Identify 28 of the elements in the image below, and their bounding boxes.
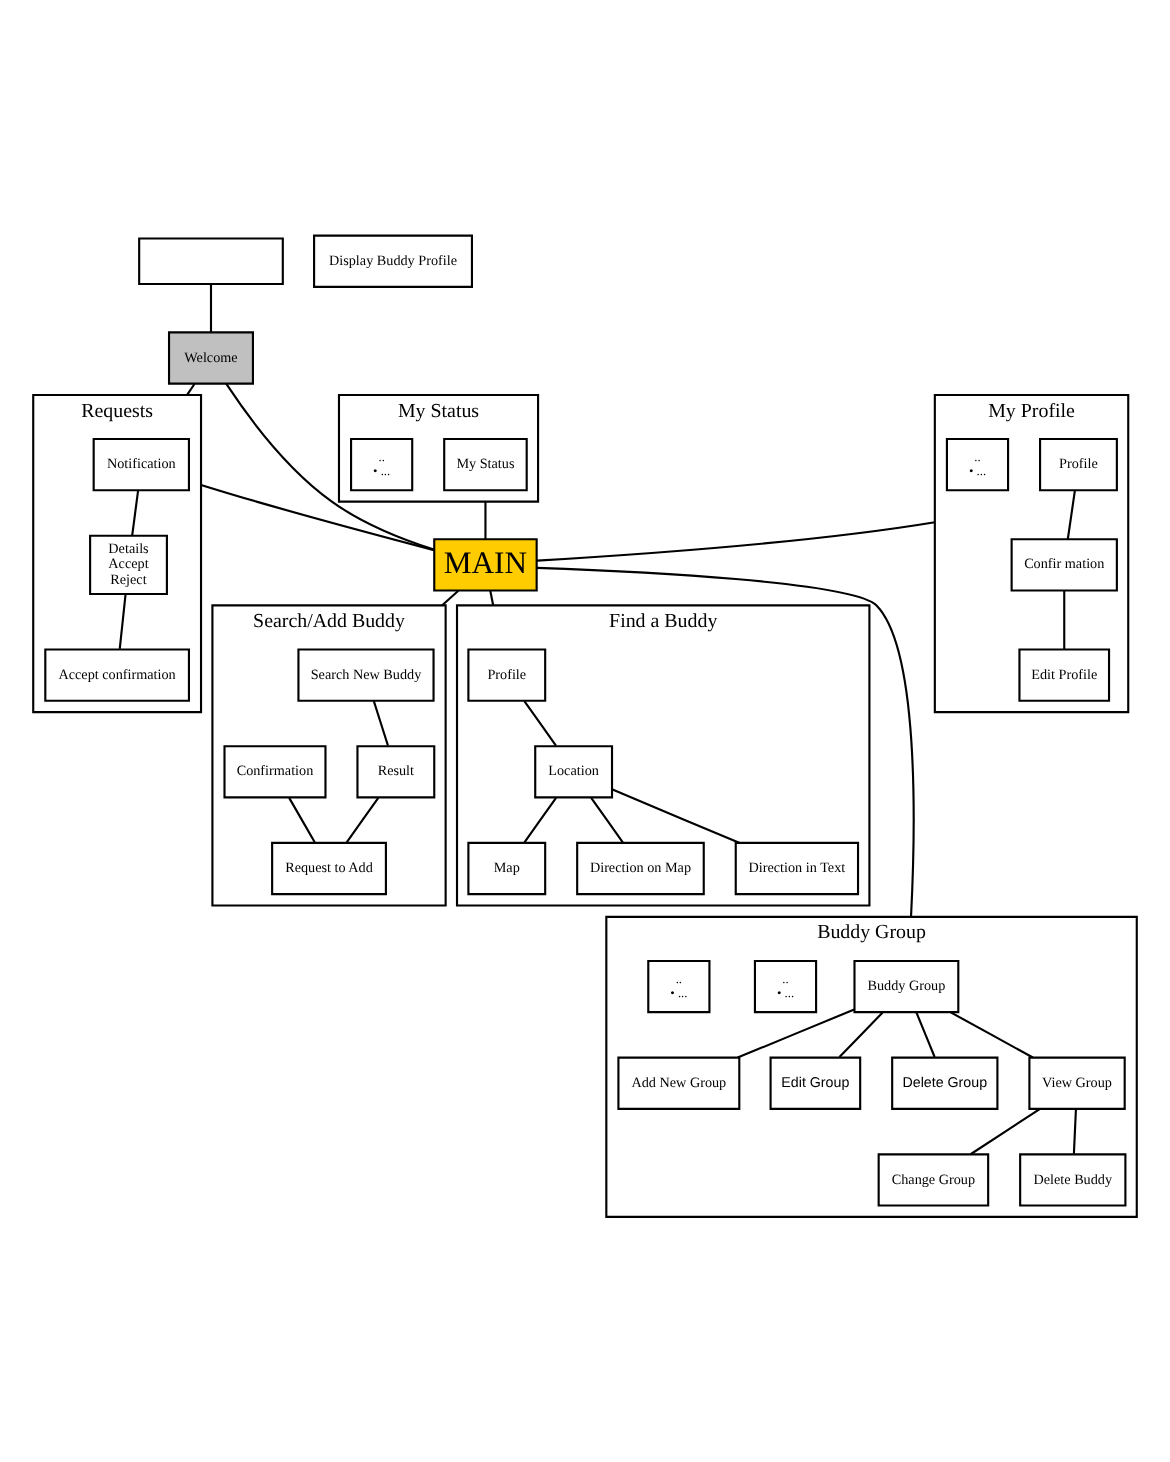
connector xyxy=(118,593,127,649)
connector xyxy=(345,796,380,842)
connector xyxy=(970,1107,1041,1155)
connector xyxy=(372,699,389,745)
connector xyxy=(523,699,557,746)
connector xyxy=(950,1010,1034,1058)
connector xyxy=(537,520,935,561)
connector xyxy=(612,787,740,843)
connector xyxy=(441,588,460,606)
node-box xyxy=(138,236,284,285)
node-box: MAIN xyxy=(433,537,538,591)
connector xyxy=(489,589,495,605)
connector xyxy=(484,500,487,539)
connector xyxy=(737,1007,855,1058)
connector xyxy=(536,565,915,916)
connector xyxy=(1066,489,1076,539)
connector xyxy=(200,482,435,551)
connector xyxy=(131,489,140,535)
connector xyxy=(1063,589,1066,649)
connector xyxy=(288,796,316,842)
connector xyxy=(915,1011,936,1057)
connector xyxy=(186,382,196,395)
connector xyxy=(838,1010,884,1057)
connector xyxy=(590,796,624,842)
connector xyxy=(523,796,557,842)
connector xyxy=(1072,1108,1077,1153)
connector xyxy=(209,283,213,332)
connector xyxy=(225,382,435,550)
